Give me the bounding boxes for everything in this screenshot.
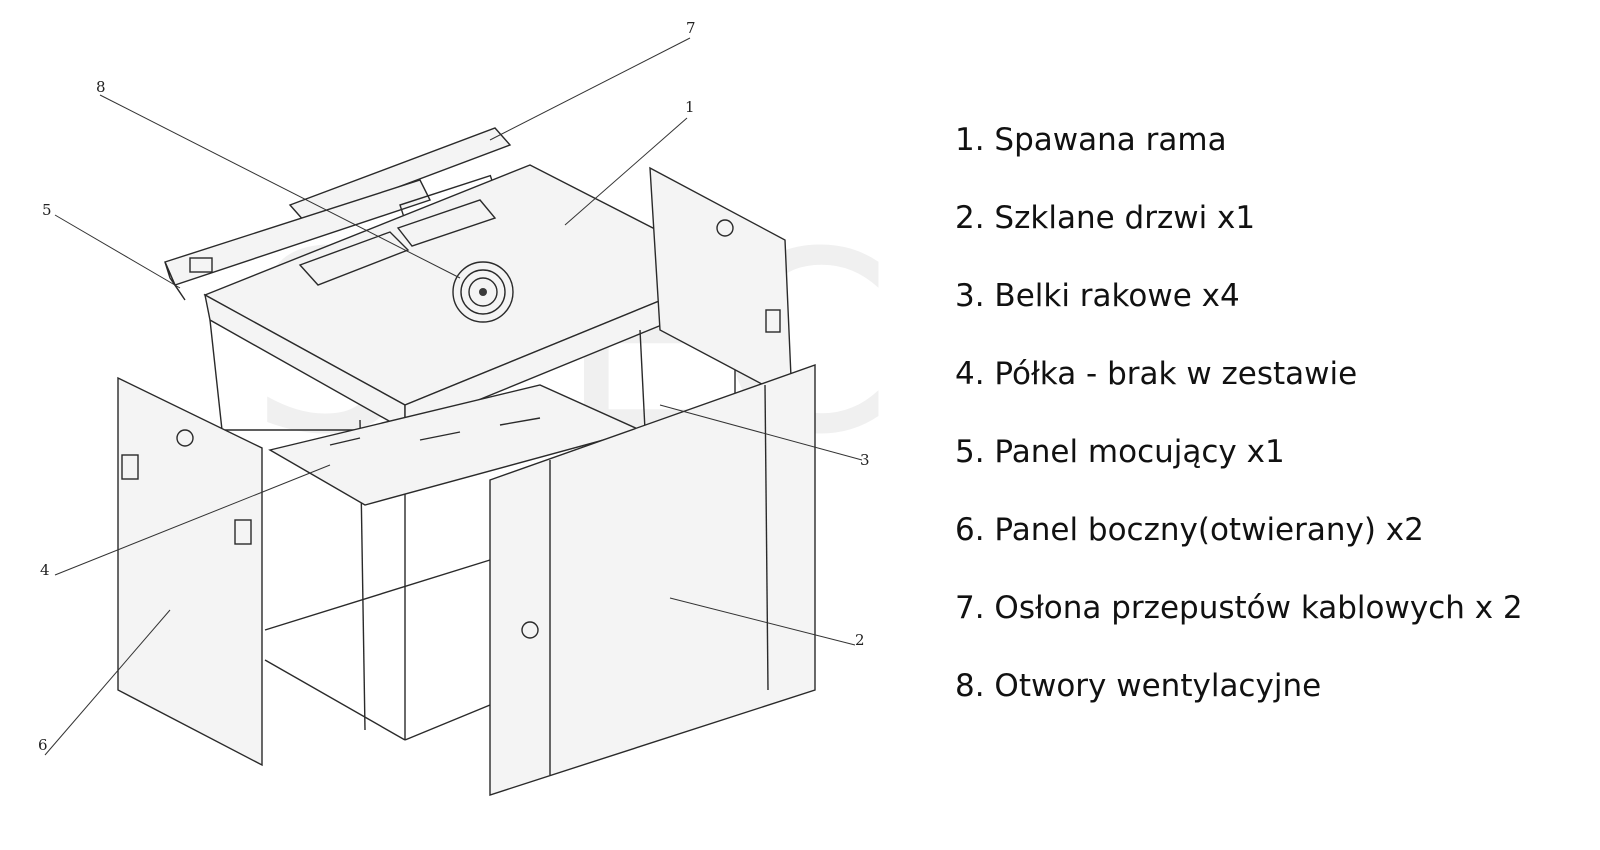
callout-3: 3 bbox=[860, 451, 870, 469]
callout-8: 8 bbox=[96, 78, 106, 96]
callout-labels: 1 2 3 4 5 6 7 8 bbox=[38, 19, 870, 754]
callout-6: 6 bbox=[38, 736, 48, 754]
exploded-cabinet-diagram: SPEC bbox=[38, 19, 892, 796]
legend-item-3: 3. Belki rakowe x4 bbox=[955, 278, 1240, 314]
callout-4: 4 bbox=[40, 561, 50, 579]
callout-5: 5 bbox=[42, 201, 52, 219]
glass-door bbox=[489, 364, 816, 796]
cabinet-top bbox=[203, 164, 737, 432]
legend-item-1: 1. Spawana rama bbox=[955, 122, 1227, 158]
legend-item-7: 7. Osłona przepustów kablowych x 2 bbox=[955, 590, 1523, 626]
legend-item-4: 4. Półka - brak w zestawie bbox=[955, 356, 1358, 392]
cable-cover-strip bbox=[164, 127, 512, 301]
callout-2: 2 bbox=[855, 631, 865, 649]
legend-item-2: 2. Szklane drzwi x1 bbox=[955, 200, 1256, 236]
parts-legend: 1. Spawana rama 2. Szklane drzwi x1 3. B… bbox=[955, 120, 1575, 744]
legend-item-5: 5. Panel mocujący x1 bbox=[955, 434, 1285, 470]
leader-lines bbox=[44, 37, 863, 756]
legend-item-8: 8. Otwory wentylacyjne bbox=[955, 668, 1322, 704]
callout-1: 1 bbox=[685, 98, 695, 116]
callout-7: 7 bbox=[686, 19, 696, 37]
legend-item-6: 6. Panel boczny(otwierany) x2 bbox=[955, 512, 1424, 548]
left-side-panel bbox=[117, 376, 263, 767]
